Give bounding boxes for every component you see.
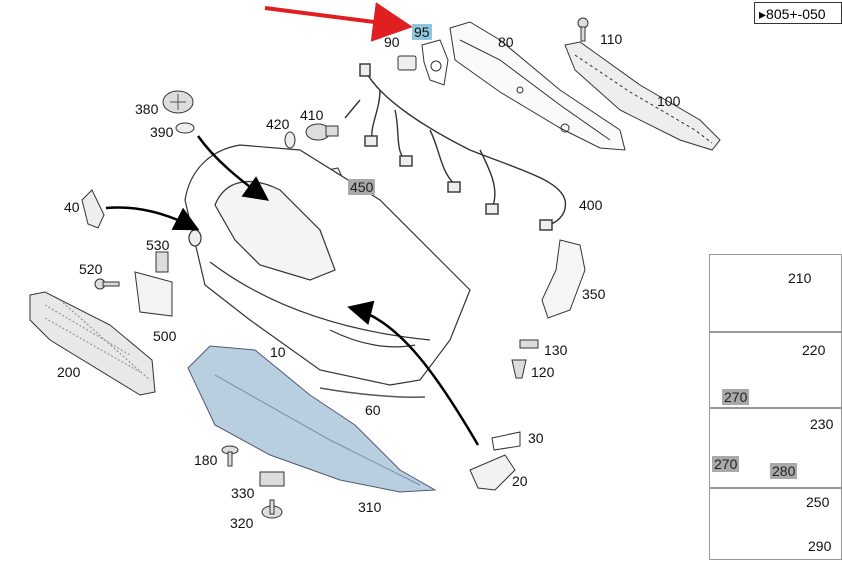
part-500-plate-holder [134,271,173,317]
callout-530: 530 [146,237,170,253]
callout-100: 100 [657,93,681,109]
callout-110: 110 [600,31,623,47]
arrow-tow [347,300,480,446]
callout-60: 60 [365,402,381,418]
callout-450: 450 [348,179,376,195]
part-200-lower-grille [29,291,156,396]
callout-10: 10 [270,344,286,360]
part-40-cap [81,189,105,229]
callout-270-b: 270 [712,456,740,472]
part-400-harness [344,63,567,231]
part-110-bolt [577,17,589,42]
callout-290: 290 [808,538,832,554]
part-320-bolt [261,499,283,519]
callout-420: 420 [266,116,290,132]
part-350-bracket [541,239,586,319]
callout-320: 320 [230,515,254,531]
callout-130: 130 [544,342,568,358]
callout-410: 410 [300,107,324,123]
part-30-bracket [491,431,521,451]
part-120-clip [511,359,527,379]
panel-210 [709,254,842,332]
callout-120: 120 [531,364,555,380]
red-pointer-arrow [264,2,413,42]
part-95-holder [421,39,449,86]
callout-400: 400 [579,197,603,213]
callout-40: 40 [64,199,80,215]
arrow-cap [105,206,200,231]
part-330-clip [259,471,285,487]
callout-250: 250 [806,494,830,510]
part-80-reinforcement [449,21,626,151]
part-390-clip [175,122,195,134]
callout-210: 210 [788,270,812,286]
part-60-strip [319,387,426,398]
part-90-sensor [397,55,417,71]
callout-180: 180 [194,452,218,468]
part-180-pin [221,445,239,467]
reference-code: ▸805+-050 [754,2,842,24]
part-410-sensor [305,123,339,141]
callout-330: 330 [231,485,255,501]
reference-text: ▸805+-050 [759,6,826,22]
callout-280: 280 [770,463,798,479]
callout-310: 310 [358,499,382,515]
arrow-emblem [196,135,270,201]
callout-20: 20 [512,473,528,489]
part-130-clip [519,339,539,349]
part-530-clip [155,251,169,273]
part-420-ring [284,131,296,149]
callout-350: 350 [582,286,606,302]
part-10-bumper [184,144,471,386]
part-20-tow-cap [469,454,516,491]
callout-90: 90 [384,34,400,50]
callout-95: 95 [412,24,432,40]
callout-30: 30 [528,430,544,446]
part-100-grille-trim [564,41,721,151]
callout-230: 230 [810,416,834,432]
part-380-emblem [162,90,194,114]
callout-220: 220 [802,342,826,358]
callout-80: 80 [498,34,514,50]
callout-380: 380 [135,101,159,117]
callout-270-a: 270 [722,389,750,405]
part-310-underbody [187,345,437,493]
callout-500: 500 [153,328,177,344]
callout-200: 200 [57,364,81,380]
part-520-screw [94,278,120,290]
callout-520: 520 [79,261,103,277]
callout-390: 390 [150,124,174,140]
